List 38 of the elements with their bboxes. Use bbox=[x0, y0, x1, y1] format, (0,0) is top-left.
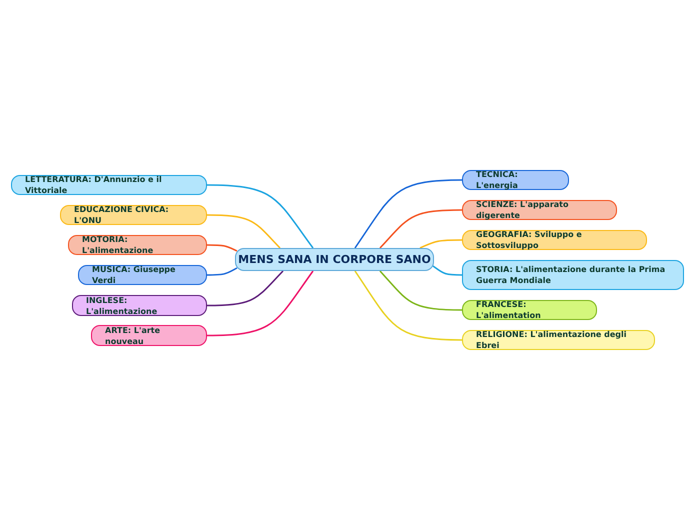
branch-line bbox=[206, 214, 281, 249]
branch-line bbox=[432, 265, 462, 276]
topic-text: TECNICA: L'energia bbox=[476, 169, 519, 191]
topic-text: MENS SANA IN CORPORE SANO bbox=[238, 252, 431, 266]
branch-line bbox=[206, 270, 284, 306]
topic-text: INGLESE: L'alimentazione bbox=[86, 294, 158, 316]
branch-line bbox=[354, 270, 462, 341]
topic-text: LETTERATURA: D'Annunzio e il Vittoriale bbox=[25, 174, 163, 196]
topic-text: MOTORIA: L'alimentazione bbox=[82, 234, 154, 256]
branch-line bbox=[379, 270, 462, 311]
topic-text: SCIENZE: L'apparato digerente bbox=[476, 199, 570, 221]
topic-box bbox=[462, 300, 597, 320]
topic-box bbox=[68, 235, 207, 255]
topic-text: RELIGIONE: L'alimentazione degli Ebrei bbox=[476, 329, 628, 351]
topic-text: STORIA: L'alimentazione durante la Prima Guerra Mondiale bbox=[476, 264, 666, 286]
topic-box bbox=[72, 295, 207, 316]
topic-text: FRANCESE: L'alimentation bbox=[476, 299, 542, 321]
branch-line bbox=[207, 267, 238, 276]
topic-box bbox=[11, 175, 207, 195]
topic-box bbox=[462, 260, 684, 290]
topic-text: EDUCAZIONE CIVICA: L'ONU bbox=[74, 204, 170, 226]
topic-text: GEOGRAFIA: Sviluppo e Sottosviluppo bbox=[476, 229, 583, 251]
topic-box bbox=[462, 170, 569, 190]
branch-line bbox=[207, 244, 238, 252]
topic-box bbox=[60, 205, 207, 225]
central-topic bbox=[235, 248, 434, 271]
branch-line bbox=[354, 179, 462, 248]
branch-line bbox=[206, 184, 314, 248]
topic-box bbox=[462, 330, 655, 350]
topic-box bbox=[462, 200, 617, 220]
branch-line bbox=[206, 270, 314, 336]
topic-text: MUSICA: Giuseppe Verdi bbox=[92, 264, 176, 286]
topic-box bbox=[91, 325, 207, 346]
topic-box bbox=[78, 265, 207, 285]
topic-box bbox=[462, 230, 647, 250]
topic-text: ARTE: L'arte nouveau bbox=[105, 324, 162, 346]
branch-line bbox=[379, 209, 462, 248]
branch-line bbox=[420, 239, 462, 249]
